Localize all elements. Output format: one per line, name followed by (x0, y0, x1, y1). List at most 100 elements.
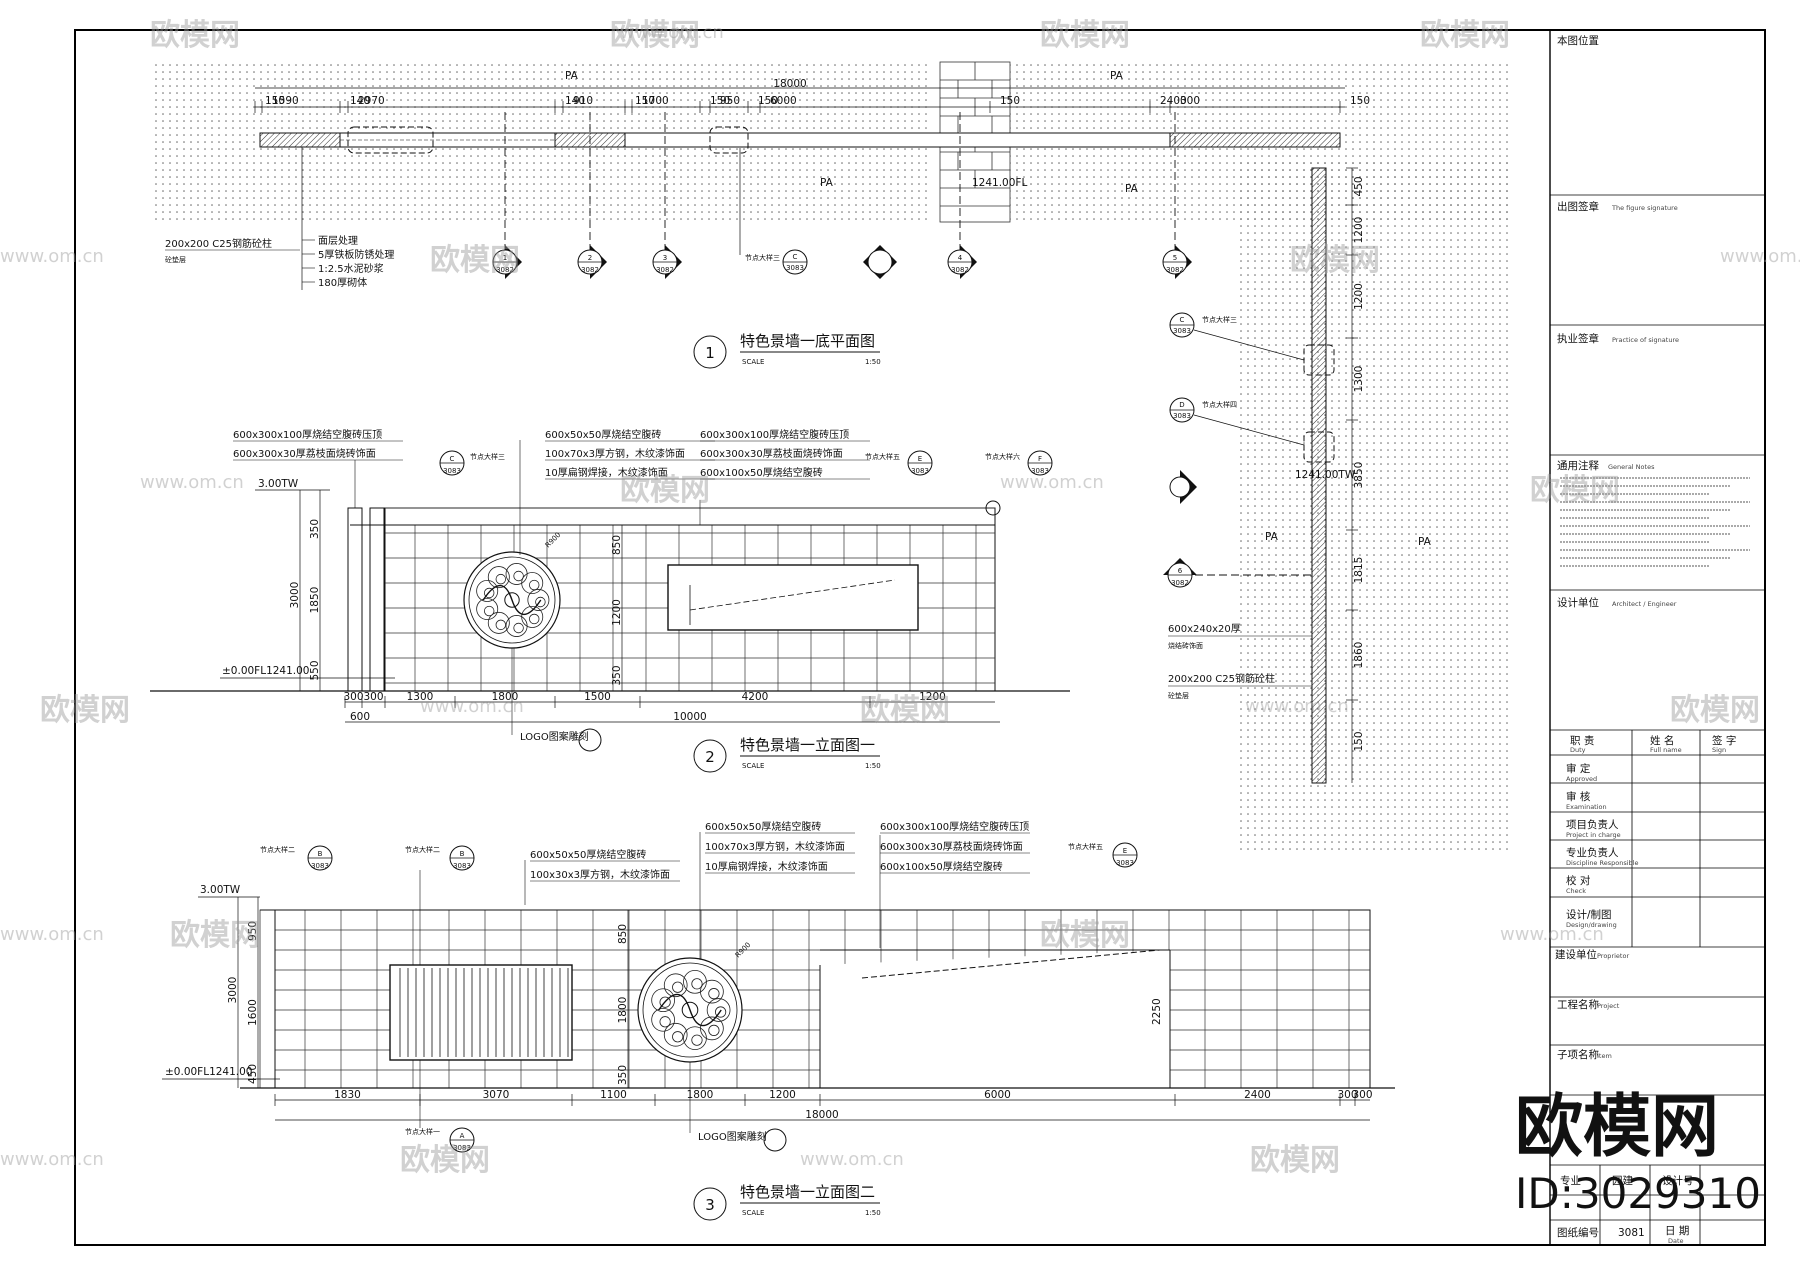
tb-role-3: 专业负责人 (1566, 846, 1619, 859)
watermark-5: 欧模网 (1290, 243, 1380, 278)
e2-note-1-2: 600x100x50厚烧结空腹砖 (880, 860, 1003, 873)
plan-dim-0: 150 (265, 95, 285, 107)
svg-text:3083: 3083 (1116, 859, 1134, 867)
plan-right-note-4: 砼垫层 (1168, 691, 1189, 700)
svg-text:3083: 3083 (1173, 412, 1191, 420)
svg-text:C: C (793, 253, 798, 261)
e2-mid-dim-2: 850 (617, 924, 629, 944)
plan-title: 特色景墙一底平面图 (740, 332, 875, 350)
e2-note-0-0: 600x50x50厚烧结空腹砖 (705, 820, 821, 833)
e2-notes: 600x50x50厚烧结空腹砖100x70x3厚方钢，木纹漆饰面10厚扁钢焊接，… (524, 820, 1030, 960)
svg-text:3083: 3083 (311, 862, 329, 870)
watermark-url-6: www.om.cn (1245, 696, 1349, 717)
section-sheet-3: 3082 (656, 266, 674, 274)
e2-bottom-dim-3: 1800 (687, 1089, 714, 1101)
svg-text:6: 6 (1178, 567, 1183, 575)
plan-note-column2: 砼垫层 (165, 255, 186, 264)
e1-node-label-2: 节点大样六 (985, 452, 1020, 461)
svg-text:Project: Project (1597, 1002, 1620, 1010)
watermark-0: 欧模网 (150, 18, 240, 53)
plan-node-D: D 3083 节点大样四 (1169, 397, 1305, 446)
e2-bottom-dim-5: 6000 (984, 1089, 1011, 1101)
svg-text:节点大样四: 节点大样四 (1202, 400, 1237, 409)
e1-number: 2 (705, 748, 715, 766)
e1-bottom-dim-2: 1300 (407, 691, 434, 703)
e1-notes: 600x300x100厚烧结空腹砖压顶600x300x30厚荔枝面烧砖饰面600… (233, 428, 870, 555)
plan-scale: 1:50 (865, 358, 881, 366)
svg-text:Discipline Responsible: Discipline Responsible (1566, 859, 1638, 867)
plan-dim-12: 150 (1000, 95, 1020, 107)
plan-dim-5: 910 (573, 95, 593, 107)
e1-total-1: 600 (350, 711, 370, 723)
tb-sheet-no: 3081 (1618, 1227, 1645, 1239)
section-sheet-5: 3082 (1166, 266, 1184, 274)
plan-note-2: 1:2.5水泥砂浆 (318, 262, 384, 275)
svg-text:E: E (1123, 847, 1127, 855)
e1-level-top: 3.00TW (258, 478, 299, 490)
plan-dim-15: 150 (1350, 95, 1370, 107)
e1-bottom-dim-6: 1200 (919, 691, 946, 703)
section-sheet-2: 3082 (581, 266, 599, 274)
watermark-11: 欧模网 (170, 918, 260, 953)
svg-text:The figure signature: The figure signature (1611, 204, 1678, 212)
e2-total: 18000 (805, 1109, 838, 1121)
tb-owner: 建设单位 (1555, 948, 1597, 961)
plan-dim-8: 150 (710, 95, 730, 107)
section-sheet-4: 3082 (951, 266, 969, 274)
section-num-3: 3 (663, 254, 667, 262)
e1-bottom-dim-1: 300 (363, 691, 383, 703)
pa-label-3: PA (820, 177, 834, 189)
plan-dim-4: 140 (565, 95, 585, 107)
e1-bottom-dim-4: 1500 (584, 691, 611, 703)
svg-text:B: B (318, 850, 323, 858)
pa-label-4: PA (1125, 183, 1139, 195)
plan-right-dim-6: 1860 (1353, 642, 1365, 669)
e2-bottom-dim-0: 1830 (334, 1089, 361, 1101)
watermark-url-3: www.om.cn (140, 472, 244, 493)
slat-screen (389, 964, 573, 1061)
e1-bottom-dim-3: 1800 (492, 691, 519, 703)
plan-dim-2: 140 (350, 95, 370, 107)
plan-scale-label: SCALE (742, 358, 764, 366)
svg-text:C: C (1180, 316, 1185, 324)
tb-date-label: 日 期 (1665, 1225, 1689, 1237)
plan-total-dim: 18000 (773, 78, 806, 90)
e2-bottom-dim-7: 300 (1337, 1089, 1357, 1101)
plan-note-0: 面层处理 (318, 235, 358, 247)
tb-note-lines (1560, 477, 1750, 567)
plan-right-dim-4: 3850 (1353, 462, 1365, 489)
e2-bottom-dim-4: 1200 (769, 1089, 796, 1101)
e1-logo-note: LOGO图案雕刻 (520, 730, 589, 743)
e1-bottom-dim-5: 4200 (742, 691, 769, 703)
e1-mid-dim-2: 850 (611, 535, 623, 555)
watermark-id: ID:3029310 (1515, 1169, 1761, 1218)
svg-text:Sign: Sign (1712, 746, 1726, 754)
pa-label-5: PA (1265, 531, 1279, 543)
e2-node-label-0: 节点大样二 (260, 845, 295, 854)
logo-pattern-1 (468, 556, 556, 644)
e1-left-dim-2: 550 (309, 660, 321, 680)
svg-text:Full name: Full name (1650, 746, 1682, 754)
svg-text:General Notes: General Notes (1608, 463, 1655, 471)
watermark-3: 欧模网 (1420, 18, 1510, 53)
plan-dim-6: 150 (635, 95, 655, 107)
e1-note-1-0: 600x50x50厚烧结空腹砖 (545, 428, 661, 441)
tb-role-0: 审 定 (1566, 762, 1591, 775)
e2-bottom-dim-8: 300 (1352, 1089, 1372, 1101)
e2-right-dim: 2250 (1151, 998, 1163, 1025)
plan-note-column: 200x200 C25钢筋砼柱 (165, 237, 272, 250)
svg-text:3083: 3083 (453, 862, 471, 870)
svg-text:3083: 3083 (786, 264, 804, 272)
e2-level-base: ±0.00FL1241.00 (165, 1066, 253, 1078)
e2-bottom-dim-6: 2400 (1244, 1089, 1271, 1101)
e1-bottom-dim-0: 300 (343, 691, 363, 703)
plan-node-C: C 3083 节点大样三 (739, 148, 808, 275)
logo-pattern-2 (642, 962, 738, 1058)
svg-text:3083: 3083 (1031, 467, 1049, 475)
e1-left-dim-1: 1850 (309, 587, 321, 614)
e1-note-1-2: 10厚扁钢焊接，木纹漆饰面 (545, 466, 668, 479)
